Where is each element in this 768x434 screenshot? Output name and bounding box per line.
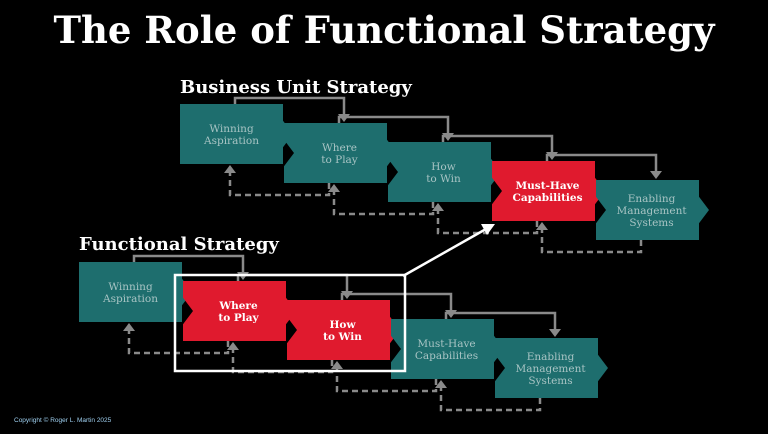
business-unit-feedback-arrowhead [224, 165, 236, 173]
business-unit-feedback-arrowhead [432, 203, 444, 211]
business-unit-feedback-arrowhead [536, 222, 548, 230]
functional-step-box [287, 300, 400, 360]
functional-step-box [79, 262, 192, 322]
functional-step-label: to Win [323, 331, 362, 343]
functional-forward-arrowhead [549, 329, 561, 337]
functional-forward-connector [132, 254, 245, 275]
functional-step-label: Capabilities [415, 350, 478, 362]
business-unit-step-label: How [431, 161, 455, 173]
business-unit-step-label: to Win [426, 173, 461, 185]
functional-step-box [495, 338, 608, 398]
functional-step-box [391, 319, 504, 379]
callout-arrow-line [402, 227, 487, 278]
business-unit-step-box [180, 104, 293, 164]
business-unit-step-label: Aspiration [203, 135, 259, 147]
functional-forward-connector [340, 292, 453, 313]
functional-step-label: How [330, 319, 357, 331]
business-unit-step-label: Systems [629, 217, 673, 229]
functional-feedback-connector [335, 366, 438, 393]
business-unit-feedback-connector [332, 189, 435, 216]
slide-title: The Role of Functional Strategy [53, 8, 715, 52]
business-unit-step-label: to Play [321, 154, 358, 166]
copyright-notice: Copyright © Roger L. Martin 2025 [14, 417, 112, 424]
business-unit-strategy-label: Business Unit Strategy [180, 77, 412, 98]
business-unit-feedback-connector [228, 170, 331, 197]
business-unit-forward-connector [441, 134, 554, 155]
functional-feedback-connector [439, 385, 542, 412]
functional-step-label: to Play [218, 312, 259, 324]
functional-feedback-connector [127, 328, 230, 355]
business-unit-step-label: Must-Have [516, 180, 580, 192]
functional-step-label: Aspiration [102, 293, 158, 305]
business-unit-step-label: Enabling [628, 193, 676, 205]
functional-step-label: Systems [528, 375, 572, 387]
functional-feedback-arrowhead [331, 361, 343, 369]
business-unit-step-box [284, 123, 397, 183]
callout-arrowhead [481, 224, 495, 235]
functional-step-box [183, 281, 296, 341]
functional-step-label: Winning [108, 281, 153, 293]
functional-strategy-label: Functional Strategy [79, 234, 279, 255]
business-unit-step-label: Where [322, 142, 357, 154]
business-unit-step-box [492, 161, 605, 221]
functional-forward-connector [444, 311, 557, 332]
functional-feedback-arrowhead [435, 380, 447, 388]
functional-feedback-arrowhead [227, 342, 239, 350]
business-unit-forward-arrowhead [650, 171, 662, 179]
business-unit-step-box [388, 142, 501, 202]
functional-step-label: Management [515, 363, 586, 375]
business-unit-forward-connector [545, 153, 658, 174]
business-unit-step-label: Capabilities [512, 192, 582, 204]
business-unit-step-box [596, 180, 709, 240]
functional-choices-callout-box [173, 273, 407, 373]
functional-step-label: Must-Have [417, 338, 475, 350]
functional-step-label: Where [218, 300, 258, 312]
business-unit-forward-connector [337, 115, 450, 136]
business-unit-feedback-arrowhead [328, 184, 340, 192]
functional-feedback-arrowhead [123, 323, 135, 331]
business-unit-forward-connector [233, 96, 346, 117]
business-unit-feedback-connector [540, 227, 643, 254]
functional-step-label: Enabling [527, 351, 575, 363]
business-unit-step-label: Management [616, 205, 687, 217]
business-unit-step-label: Winning [209, 123, 254, 135]
